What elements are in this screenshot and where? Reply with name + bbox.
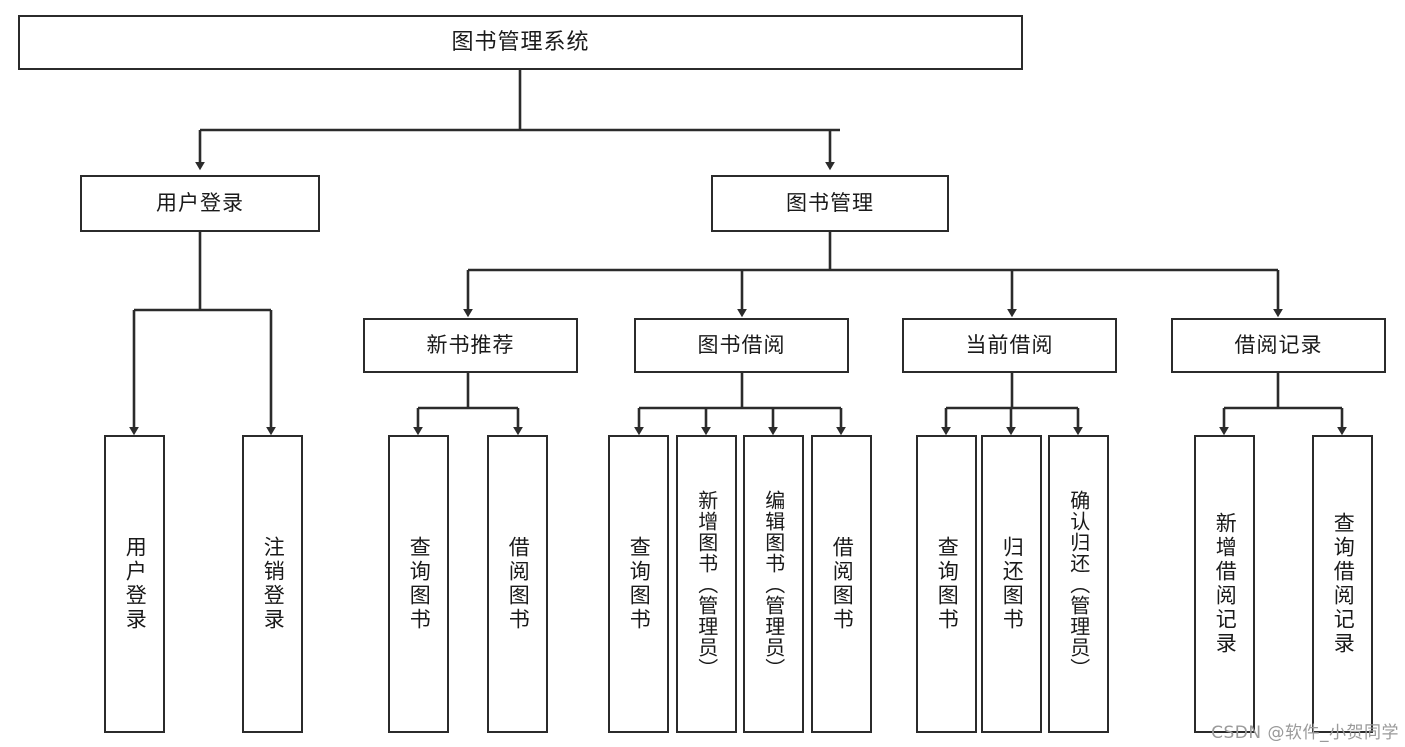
node-leaf-add-book-admin[interactable]: 新增图书（管理员） (676, 435, 737, 733)
node-label: 查询图书 (935, 536, 960, 632)
node-leaf-borrow-book[interactable]: 借阅图书 (811, 435, 872, 733)
node-label: 查询借阅记录 (1331, 512, 1356, 656)
node-label: 借阅图书 (506, 536, 531, 632)
node-new-book-recommend[interactable]: 新书推荐 (363, 318, 578, 373)
node-borrow-record[interactable]: 借阅记录 (1171, 318, 1386, 373)
node-label: 查询图书 (407, 536, 432, 632)
node-label: 编辑图书（管理员） (761, 489, 786, 679)
node-leaf-return-book[interactable]: 归还图书 (981, 435, 1042, 733)
node-leaf-borrow-book-recommend[interactable]: 借阅图书 (487, 435, 548, 733)
node-label: 新书推荐 (426, 333, 515, 358)
watermark-text: CSDN @软件_小贺同学 (1211, 723, 1399, 743)
node-label: 查询图书 (627, 536, 652, 632)
node-current-borrow[interactable]: 当前借阅 (902, 318, 1117, 373)
node-leaf-user-login[interactable]: 用户登录 (104, 435, 165, 733)
node-label: 新增图书（管理员） (694, 489, 719, 679)
node-book-management[interactable]: 图书管理 (711, 175, 949, 232)
node-label: 图书管理 (786, 191, 874, 216)
node-leaf-query-borrow-record[interactable]: 查询借阅记录 (1312, 435, 1373, 733)
node-leaf-query-book-borrow[interactable]: 查询图书 (608, 435, 669, 733)
node-label: 图书管理系统 (451, 29, 590, 55)
node-leaf-add-borrow-record[interactable]: 新增借阅记录 (1194, 435, 1255, 733)
node-label: 借阅图书 (830, 536, 855, 632)
node-book-borrow[interactable]: 图书借阅 (634, 318, 849, 373)
node-leaf-logout[interactable]: 注销登录 (242, 435, 303, 733)
node-label: 注销登录 (261, 536, 286, 632)
node-leaf-edit-book-admin[interactable]: 编辑图书（管理员） (743, 435, 804, 733)
node-label: 当前借阅 (965, 333, 1054, 358)
node-label: 图书借阅 (697, 333, 786, 358)
node-label: 用户登录 (123, 536, 148, 632)
node-user-login[interactable]: 用户登录 (80, 175, 320, 232)
node-leaf-query-book-current[interactable]: 查询图书 (916, 435, 977, 733)
node-label: 借阅记录 (1234, 333, 1323, 358)
node-label: 用户登录 (156, 191, 244, 216)
node-root-book-management-system[interactable]: 图书管理系统 (18, 15, 1023, 70)
node-label: 确认归还（管理员） (1066, 489, 1091, 679)
node-leaf-query-book-recommend[interactable]: 查询图书 (388, 435, 449, 733)
node-leaf-confirm-return-admin[interactable]: 确认归还（管理员） (1048, 435, 1109, 733)
node-label: 新增借阅记录 (1213, 512, 1238, 656)
node-label: 归还图书 (1000, 536, 1025, 632)
